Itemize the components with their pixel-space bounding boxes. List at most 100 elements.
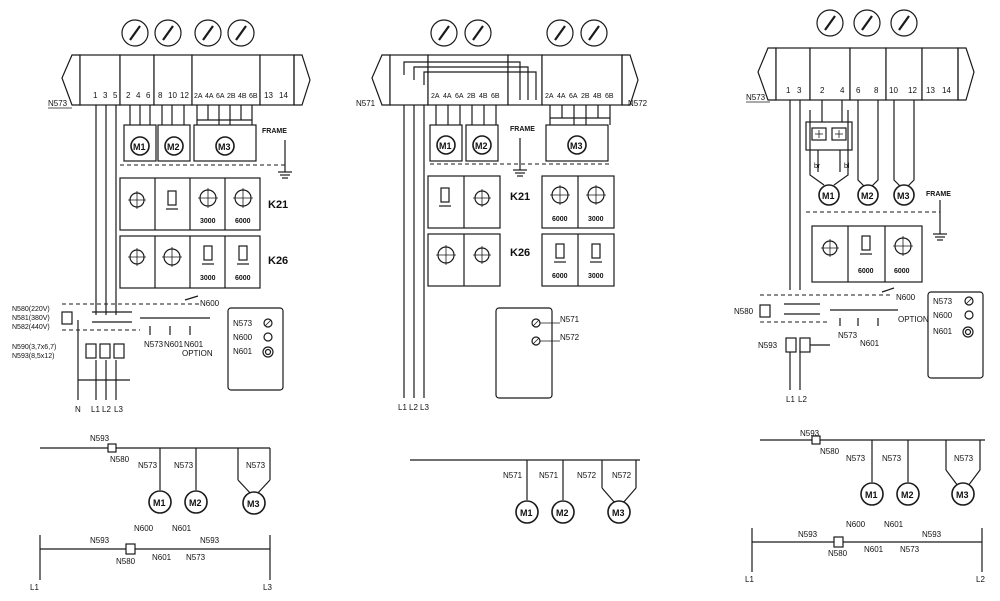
n593-label: N593 (758, 341, 778, 350)
relay-label: N580(220V) (12, 306, 50, 313)
relay-section-left: N580(220V) N581(380V) N582(440V) N590(3,… (12, 295, 220, 381)
switch-value: 3000 (200, 218, 216, 225)
ladder-label: N601 (172, 524, 192, 533)
n590-label: N590(3,7x6,7) (12, 344, 56, 351)
ladder-bottom-right: N593 N600 N601 N593 N580 N601 N573 L1 L2 (745, 520, 985, 584)
ladder-label: N593 (800, 429, 820, 438)
motor-label: M3 (218, 142, 231, 152)
terminal-number: 2 (126, 91, 131, 100)
switch-value: 6000 (235, 218, 251, 225)
switch-value: 6000 (235, 275, 251, 282)
switch-k26-label: K26 (510, 247, 530, 259)
supply-labels-left: N L1 L2 L3 (75, 405, 123, 414)
terminal-number: 13 (926, 86, 935, 95)
ladder-label: N593 (90, 434, 110, 443)
ladder-label: N572 (577, 471, 597, 480)
supply-wires-right (789, 100, 801, 390)
terminal-number: 4A (443, 93, 452, 100)
ladder-label: N573 (882, 454, 902, 463)
ladder-label: N593 (90, 536, 110, 545)
supply-labels-right: L1 L2 (786, 395, 807, 404)
ladder-label: N593 (200, 536, 220, 545)
terminal-number: 6B (605, 93, 614, 100)
motor-label: M1 (822, 191, 835, 201)
switch-k21-label: K21 (268, 199, 288, 211)
supply-label: L2 (976, 575, 985, 584)
motor-label: M1 (520, 508, 533, 518)
panel-left: N573 1 3 5 2 4 6 8 10 12 2A 4A 6A 2B 4B … (12, 19, 311, 592)
ladder-label: N580 (820, 447, 840, 456)
switch-value: 3000 (200, 275, 216, 282)
terminal-number: 3 (103, 91, 108, 100)
ladder-label: N601 (864, 545, 884, 554)
legend-item: N572 (560, 333, 580, 342)
relay-label: N581(380V) (12, 315, 50, 322)
contact-label: N601 (164, 340, 184, 349)
switch-value: 3000 (588, 216, 604, 223)
terminal-label-right: N572 (628, 99, 648, 108)
terminal-number: 4B (238, 93, 247, 100)
legend-middle: N571 N572 (495, 307, 580, 399)
switch-value: 6000 (552, 216, 568, 223)
motor-label: M2 (861, 191, 874, 201)
terminal-number: 4B (593, 93, 602, 100)
n593-label: N593(8,5x12) (12, 353, 54, 360)
supply-label: L1 (91, 405, 100, 414)
supply-wires-left (77, 105, 117, 400)
terminal-number: 2 (820, 86, 825, 95)
motor-wiring-left: M1 M2 M3 FRAME (120, 105, 292, 179)
legend-left: N573 N600 N601 (227, 307, 284, 391)
ladder-middle: N571 N571 N572 N572 M1 M2 M3 (410, 459, 640, 524)
ladder-label: N593 (798, 530, 818, 539)
motor-label: M2 (189, 498, 202, 508)
wire-label: br (814, 163, 821, 170)
terminal-number: 6B (491, 93, 500, 100)
switch-k21-label: K21 (510, 191, 530, 203)
terminal-number: 4A (205, 93, 214, 100)
legend-item: N600 (933, 311, 953, 320)
knob-dials-left (121, 19, 255, 47)
ladder-label: N572 (612, 471, 632, 480)
terminal-number: 14 (942, 86, 951, 95)
terminal-number: 2A (194, 93, 203, 100)
supply-label: L1 (398, 403, 407, 412)
terminal-number: 10 (168, 91, 177, 100)
ladder-label: N573 (246, 461, 266, 470)
ladder-label: N573 (846, 454, 866, 463)
motor-wiring-middle: M1 M2 M3 FRAME (429, 105, 611, 177)
switch-value: 6000 (858, 268, 874, 275)
knob-dials-middle (430, 19, 608, 47)
terminal-number: 14 (279, 91, 288, 100)
terminal-block-left: N573 (48, 54, 311, 109)
relay-section-right: N580 N593 N600 N573 N601 OPTION (734, 287, 929, 353)
switch-value: 6000 (552, 273, 568, 280)
terminal-number: 6 (146, 91, 151, 100)
n600-label: N600 (200, 299, 220, 308)
ladder-label: N601 (884, 520, 904, 529)
supply-label: N (75, 405, 81, 414)
contact-label: N573 (838, 331, 858, 340)
motor-label: M2 (475, 141, 488, 151)
ladder-label: N593 (922, 530, 942, 539)
terminal-number: 13 (264, 91, 273, 100)
motor-label: M3 (956, 490, 969, 500)
panel-middle: N571 N572 2A 4A 6A 2B 4B 6B 2A 4A 6A 2B … (356, 19, 648, 524)
option-label: OPTION (898, 315, 929, 324)
supply-label: L3 (263, 583, 272, 592)
motor-label: M2 (556, 508, 569, 518)
panel-right: N573 1 3 2 4 6 8 10 12 13 14 br (734, 9, 985, 584)
terminal-number: 3 (797, 86, 802, 95)
terminal-block-middle: N571 N572 (356, 54, 648, 108)
contact-label: N601 (184, 340, 204, 349)
terminal-number: 6A (569, 93, 578, 100)
terminal-label-left: N571 (356, 99, 376, 108)
ladder-label: N573 (954, 454, 974, 463)
terminal-number: 6A (216, 93, 225, 100)
motor-label: M3 (570, 141, 583, 151)
ladder-label: N601 (152, 553, 172, 562)
legend-item: N600 (233, 333, 253, 342)
terminal-number: 1 (93, 91, 98, 100)
frame-label: FRAME (510, 126, 535, 133)
switch-value: 3000 (588, 273, 604, 280)
